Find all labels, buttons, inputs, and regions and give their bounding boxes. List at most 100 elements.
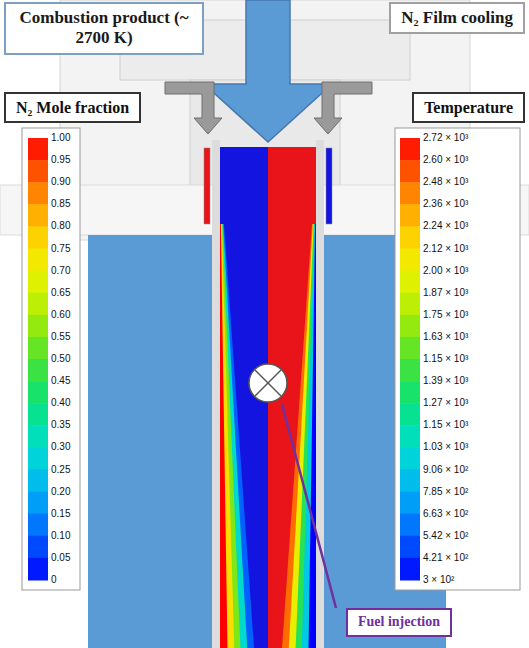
colorbar-tick: 2.48 × 10³ bbox=[423, 176, 468, 188]
colorbar-bin bbox=[400, 447, 420, 470]
colorbar-tick: 0.10 bbox=[51, 530, 70, 542]
colorbar-bin bbox=[28, 337, 48, 360]
colorbar-bin bbox=[28, 249, 48, 272]
colorbar-tick: 1.75 × 10³ bbox=[423, 309, 468, 321]
label-box: N₂ Film cooling bbox=[389, 2, 525, 34]
colorbar-bin bbox=[400, 470, 420, 493]
colorbar-tick: 1.39 × 10³ bbox=[423, 375, 468, 387]
film-arrow-right bbox=[314, 82, 372, 134]
colorbar-bin bbox=[28, 447, 48, 470]
colorbar-tick: 0.50 bbox=[51, 353, 70, 365]
colorbar-bin bbox=[28, 558, 48, 581]
colorbar-bin bbox=[400, 271, 420, 294]
colorbar-tick: 0.25 bbox=[51, 464, 70, 476]
colorbar-bin bbox=[28, 182, 48, 205]
leader-line bbox=[282, 404, 336, 608]
film-slot-left bbox=[204, 148, 210, 224]
colorbar-tick: 0.60 bbox=[51, 309, 70, 321]
colorbar-bin bbox=[28, 204, 48, 227]
colorbar-frame bbox=[22, 128, 80, 590]
label-text: Fuel injection bbox=[358, 614, 440, 631]
label-text: Temperature bbox=[424, 98, 513, 117]
film-layer bbox=[220, 224, 227, 648]
colorbar-tick: 0.45 bbox=[51, 375, 70, 387]
film-layer bbox=[282, 224, 316, 648]
colorbar-tick: 0.95 bbox=[51, 154, 70, 166]
label-text: N₂ Film cooling bbox=[401, 8, 513, 28]
colorbar-tick: 2.24 × 10³ bbox=[423, 220, 468, 232]
label-box: N₂ Mole fraction bbox=[4, 92, 141, 123]
colorbar-bin bbox=[400, 381, 420, 404]
colorbar-tick: 0.05 bbox=[51, 552, 70, 564]
colorbar-bin bbox=[400, 558, 420, 581]
film-layer bbox=[220, 224, 240, 648]
colorbar-bin bbox=[28, 492, 48, 515]
colorbar-tick: 2.60 × 10³ bbox=[423, 154, 468, 166]
colorbar-tick: 9.06 × 10² bbox=[423, 464, 468, 476]
colorbar-tick: 1.15 × 10³ bbox=[423, 353, 468, 365]
colorbar-bin bbox=[400, 359, 420, 382]
film-layer bbox=[220, 224, 234, 648]
film-layer bbox=[296, 224, 316, 648]
colorbar-tick: 0.35 bbox=[51, 419, 70, 431]
colorbar-tick: 0.30 bbox=[51, 441, 70, 453]
wall-left bbox=[212, 140, 220, 648]
film-layer bbox=[220, 224, 254, 648]
colorbar-tick: 0.80 bbox=[51, 220, 70, 232]
colorbar-tick: 0.15 bbox=[51, 508, 70, 520]
colorbar-bin bbox=[400, 226, 420, 249]
injector-cross bbox=[255, 370, 281, 396]
colorbar-bin bbox=[400, 204, 420, 227]
colorbar-bin bbox=[28, 160, 48, 183]
colorbar-bin bbox=[28, 271, 48, 294]
colorbar-tick: 0.40 bbox=[51, 397, 70, 409]
colorbar-bin bbox=[400, 160, 420, 183]
flow-arrow bbox=[204, 0, 332, 142]
colorbar-tick: 0.85 bbox=[51, 198, 70, 210]
colorbar-tick: 1.15 × 10³ bbox=[423, 419, 468, 431]
film-layer bbox=[289, 224, 316, 648]
colorbar-tick: 2.12 × 10³ bbox=[423, 243, 468, 255]
colorbar-bin bbox=[400, 514, 420, 537]
colorbar-bin bbox=[400, 182, 420, 205]
label-text: N₂ Mole fraction bbox=[16, 98, 129, 117]
label-box: Temperature bbox=[412, 92, 525, 123]
label-box: Combustion product (~ 2700 K) bbox=[4, 2, 204, 55]
colorbar-tick: 4.21 × 10² bbox=[423, 552, 468, 564]
colorbar-bin bbox=[28, 536, 48, 559]
colorbar-tick: 0.75 bbox=[51, 243, 70, 255]
colorbar-tick: 1.27 × 10³ bbox=[423, 397, 468, 409]
colorbar-bin bbox=[28, 403, 48, 426]
colorbar-tick: 1.63 × 10³ bbox=[423, 331, 468, 343]
colorbar-bin bbox=[400, 249, 420, 272]
film-layer bbox=[302, 224, 316, 648]
liner-left bbox=[88, 235, 214, 648]
colorbar-tick: 1.87 × 10³ bbox=[423, 287, 468, 299]
colorbar-tick: 2.36 × 10³ bbox=[423, 198, 468, 210]
film-layer bbox=[220, 224, 247, 648]
colorbar-tick: 0.65 bbox=[51, 287, 70, 299]
colorbar-bin bbox=[28, 315, 48, 338]
colorbar-bin bbox=[28, 226, 48, 249]
film-slot-right bbox=[326, 148, 332, 224]
colorbar-tick: 3 × 10² bbox=[423, 574, 454, 586]
label-text: Combustion product (~ 2700 K) bbox=[16, 8, 192, 49]
injector-cross bbox=[255, 370, 281, 396]
colorbar-bin bbox=[400, 492, 420, 515]
colorbar-tick: 5.42 × 10² bbox=[423, 530, 468, 542]
colorbar-tick: 1.03 × 10³ bbox=[423, 441, 468, 453]
colorbar-bin bbox=[400, 403, 420, 426]
colorbar-bin bbox=[400, 293, 420, 316]
colorbar-bin bbox=[400, 536, 420, 559]
colorbar-tick: 0.70 bbox=[51, 265, 70, 277]
colorbar-tick: 6.63 × 10² bbox=[423, 508, 468, 520]
colorbar-bin bbox=[28, 425, 48, 448]
colorbar-bin bbox=[400, 425, 420, 448]
wall-right bbox=[316, 140, 324, 648]
colorbar-bin bbox=[28, 359, 48, 382]
colorbar-tick: 7.85 × 10² bbox=[423, 486, 468, 498]
colorbar-tick: 1.00 bbox=[51, 132, 70, 144]
colorbar-bin bbox=[28, 470, 48, 493]
colorbar-tick: 0.20 bbox=[51, 486, 70, 498]
colorbar-bin bbox=[400, 138, 420, 161]
